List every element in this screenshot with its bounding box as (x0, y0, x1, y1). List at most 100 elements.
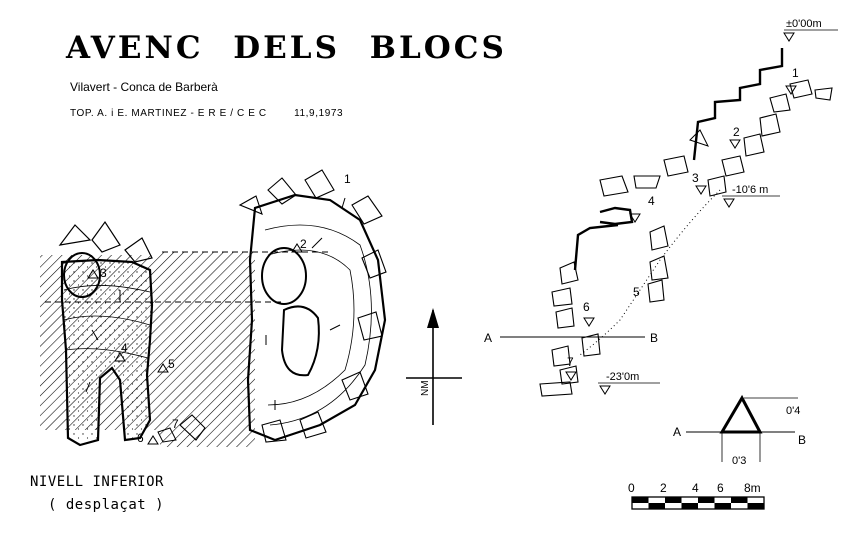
plan-station-4: 4 (121, 341, 128, 355)
depth-marker (783, 32, 795, 42)
section-cut-b: B (650, 331, 658, 345)
cross-section-b: B (798, 433, 806, 447)
lower-level-plan (40, 220, 206, 447)
boulder (238, 195, 263, 215)
upper-level-shaft (261, 247, 307, 305)
boulder (581, 333, 601, 357)
scale-tick-0: 0 (628, 481, 635, 495)
surveyors-text: TOP. A. i E. MARTINEZ - E R E / C E C (70, 108, 267, 119)
boulder (539, 381, 573, 397)
boulder (551, 287, 573, 307)
boulder (304, 169, 335, 199)
location-subtitle: Vilavert - Conca de Barberà (70, 80, 218, 94)
boulder (769, 93, 791, 113)
section-station-1: 1 (792, 66, 799, 80)
section-station-5: 5 (633, 285, 640, 299)
section-ledge (599, 206, 634, 226)
station-marker (157, 363, 169, 373)
boulder (351, 195, 383, 225)
depth-mid: -10'6 m (732, 184, 768, 196)
boulder (551, 345, 571, 367)
plan-station-7: 7 (172, 417, 179, 431)
survey-date: 11,9,1973 (294, 108, 344, 119)
boulder (707, 175, 727, 197)
plan-station-2: 2 (300, 237, 307, 251)
station-marker (114, 352, 126, 362)
boulder (721, 155, 745, 177)
boulder (759, 113, 781, 137)
north-arrow: NM (406, 308, 462, 425)
boulder (649, 225, 669, 251)
station-marker (565, 371, 577, 381)
section-station-2: 2 (733, 125, 740, 139)
boulder (261, 419, 287, 443)
boulder (361, 249, 387, 279)
map-title: AVENC DELS BLOCS (66, 30, 507, 66)
boulder (559, 365, 579, 385)
cross-section-height: 0'4 (786, 405, 800, 417)
section-station-7: 7 (567, 355, 574, 369)
station-marker (87, 269, 99, 279)
boulder (647, 279, 665, 303)
boulder (663, 155, 689, 177)
depth-top: ±0'00m (786, 18, 822, 30)
station-marker (629, 213, 641, 223)
station-marker (695, 185, 707, 195)
section-station-6: 6 (583, 300, 590, 314)
station-marker (583, 317, 595, 327)
plan-station-5: 5 (168, 357, 175, 371)
boulder (555, 307, 575, 329)
cross-section-ab: A B 0'4 0'3 (673, 394, 806, 467)
boulder (599, 175, 629, 197)
boulder (814, 87, 833, 101)
central-pillar (280, 305, 320, 377)
survey-credits: TOP. A. i E. MARTINEZ - E R E / C E C 11… (70, 108, 343, 119)
scale-tick-8: 8m (744, 481, 761, 495)
upper-level-plan (160, 169, 387, 447)
scale-tick-6: 6 (717, 481, 724, 495)
boulder (58, 224, 92, 246)
boulder (299, 411, 327, 439)
boulder (559, 261, 579, 285)
lower-level-note: ( desplaçat ) (48, 497, 165, 513)
depth-marker (599, 385, 611, 395)
depth-marker (723, 198, 735, 208)
depth-bottom: -23'0m (606, 371, 639, 383)
section-wall-upper (692, 48, 784, 161)
cross-section-a: A (673, 425, 681, 439)
vertical-section: ±0'00m -10'6 m -23'0m 1 2 3 4 5 6 7 A B (484, 18, 838, 397)
plan-station-1: 1 (344, 172, 351, 186)
scale-tick-2: 2 (660, 481, 667, 495)
station-marker (291, 243, 303, 253)
boulder (789, 79, 813, 99)
boulder (91, 220, 121, 253)
plan-station-3: 3 (100, 266, 107, 280)
station-marker (785, 85, 797, 95)
section-station-3: 3 (692, 171, 699, 185)
upper-level-hatch (160, 252, 255, 447)
lower-level-label: NIVELL INFERIOR (30, 474, 164, 490)
cross-section-width: 0'3 (732, 455, 746, 467)
north-arrow-head (427, 308, 439, 328)
boulder (633, 175, 661, 189)
boulder (341, 371, 369, 401)
station-marker (729, 139, 741, 149)
station-marker (147, 435, 159, 445)
scale-tick-4: 4 (692, 481, 699, 495)
north-label: NM (420, 380, 431, 396)
scale-bar: 0 2 4 6 8m (628, 481, 765, 510)
upper-level-chamber (246, 193, 387, 442)
boulder (743, 133, 765, 157)
boulder (267, 177, 297, 205)
cross-section-profile (719, 394, 763, 434)
section-wall-lower (573, 223, 619, 271)
plan-stations: 1 2 3 4 5 6 7 (87, 172, 351, 445)
section-cut-a: A (484, 331, 492, 345)
plan-station-6: 6 (137, 431, 144, 445)
boulder (689, 129, 709, 147)
boulder (649, 255, 669, 281)
section-station-4: 4 (648, 194, 655, 208)
boulder (124, 237, 153, 263)
boulder (357, 311, 383, 341)
